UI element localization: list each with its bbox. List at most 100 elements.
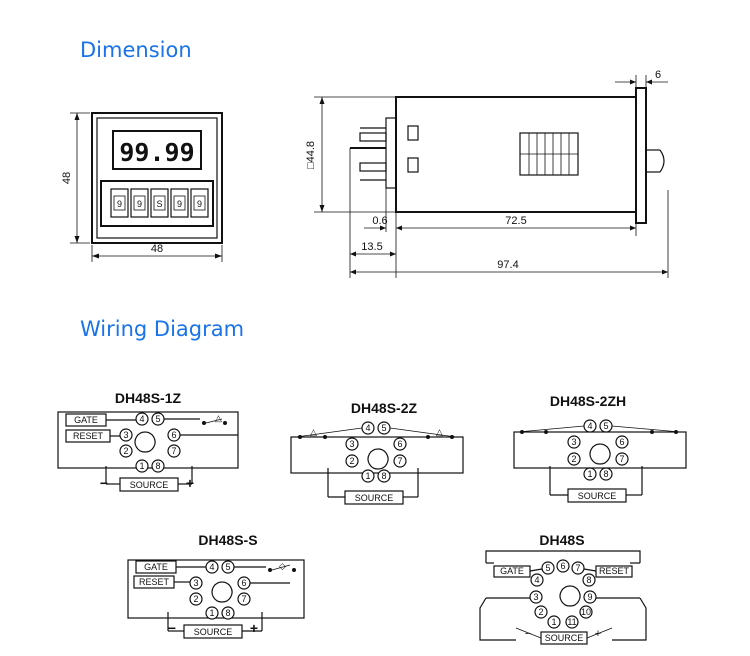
lcd-readout: 99.99 xyxy=(119,138,194,167)
source-label: SOURCE xyxy=(545,633,584,643)
side-view: 6 □44.8 0.6 72.5 xyxy=(305,69,669,278)
plus-label: + xyxy=(186,475,194,491)
pin: 3 xyxy=(193,578,198,588)
front-height-label: 48 xyxy=(61,172,73,184)
thumbwheel-digit: 9 xyxy=(197,199,202,209)
pin: 8 xyxy=(155,461,160,471)
pin: 4 xyxy=(587,421,592,431)
gate-label: GATE xyxy=(500,566,524,576)
minus-label: − xyxy=(168,620,176,636)
thumbwheel-digit: 9 xyxy=(137,199,142,209)
pin: 4 xyxy=(209,562,214,572)
thumbwheel[interactable] xyxy=(170,188,189,218)
pin: 3 xyxy=(571,437,576,447)
thumbwheel-window xyxy=(153,195,166,211)
plus-label: + xyxy=(595,628,601,640)
panel-clip xyxy=(659,149,665,173)
pin: 3 xyxy=(533,592,538,602)
svg-text:◇: ◇ xyxy=(279,561,286,571)
wiring-dh48s: DH48S 5 6 7 4 8 3 9 2 10 1 11 GATE RESET… xyxy=(479,532,647,645)
pin: 1 xyxy=(551,617,556,627)
pin: 7 xyxy=(575,563,580,573)
pin: 6 xyxy=(171,430,176,440)
plus-label: + xyxy=(250,620,258,636)
model-title: DH48S-S xyxy=(198,532,257,548)
pin: 7 xyxy=(619,454,624,464)
pin: 4 xyxy=(139,414,144,424)
side-vents xyxy=(519,132,579,176)
pin: 2 xyxy=(123,446,128,456)
socket-key xyxy=(559,585,581,607)
top-bus xyxy=(485,550,641,563)
pin: 10 xyxy=(581,607,591,617)
thumbwheel-digit: 9 xyxy=(117,199,122,209)
front-bezel-outer xyxy=(91,112,223,244)
pin: 7 xyxy=(171,446,176,456)
pin: 2 xyxy=(538,607,543,617)
pin: 6 xyxy=(241,578,246,588)
thumbwheel-window xyxy=(173,195,186,211)
pin: 7 xyxy=(241,594,246,604)
front-height-dimension: 48 xyxy=(61,112,90,244)
thumbwheel[interactable] xyxy=(150,188,169,218)
model-title: DH48S-1Z xyxy=(115,390,182,406)
pin: 8 xyxy=(586,575,591,585)
pin: 1 xyxy=(365,471,370,481)
body-height-dimension: □44.8 xyxy=(305,96,396,213)
pin: 4 xyxy=(534,575,539,585)
dimension-heading: Dimension xyxy=(80,38,192,62)
socket-key xyxy=(211,581,233,603)
pin: 8 xyxy=(603,469,608,479)
front-panel xyxy=(635,87,647,224)
thumbwheel-digit: 9 xyxy=(177,199,182,209)
gate-label: GATE xyxy=(74,415,98,425)
model-title: DH48S xyxy=(539,532,584,548)
pin: 2 xyxy=(571,454,576,464)
panel-thickness-label: 6 xyxy=(655,69,661,81)
pin: 3 xyxy=(123,430,128,440)
pin: 7 xyxy=(397,456,402,466)
pin: 1 xyxy=(209,608,214,618)
source-label: SOURCE xyxy=(130,480,169,490)
pin-base xyxy=(349,117,419,205)
socket-key xyxy=(134,431,156,453)
wiring-dh48s-2z: DH48S-2Z 4 5 3 6 2 7 1 8 △ △ SOURCE xyxy=(290,400,464,505)
pin: 5 xyxy=(381,423,386,433)
svg-text:△: △ xyxy=(436,427,443,437)
pins-dimension: 13.5 xyxy=(349,205,396,278)
minus-label: − xyxy=(100,475,108,491)
reset-label: RESET xyxy=(599,566,630,576)
wiring-diagram-heading: Wiring Diagram xyxy=(80,317,245,341)
pin: 2 xyxy=(193,594,198,604)
model-title: DH48S-2ZH xyxy=(550,393,626,409)
model-title: DH48S-2Z xyxy=(351,400,418,416)
pin: 6 xyxy=(560,561,565,571)
gap-label: 0.6 xyxy=(372,215,387,227)
circuit-loop xyxy=(290,436,464,474)
front-width-dimension: 48 xyxy=(91,243,223,262)
thumbwheel[interactable] xyxy=(130,188,149,218)
pin: 5 xyxy=(155,414,160,424)
thumbwheel[interactable] xyxy=(190,188,209,218)
dial-panel xyxy=(100,180,214,227)
pin: 6 xyxy=(397,439,402,449)
pin: 5 xyxy=(545,563,550,573)
total-length-label: 97.4 xyxy=(497,259,518,271)
thumbwheel[interactable] xyxy=(110,188,129,218)
source-label: SOURCE xyxy=(194,627,233,637)
pin: 9 xyxy=(587,592,592,602)
body-length-dimension: 0.6 72.5 xyxy=(364,188,637,278)
lcd-window xyxy=(112,130,202,170)
front-bezel-inner xyxy=(96,117,218,239)
thumbwheels: 9 9 S 9 9 xyxy=(110,188,209,218)
wiring-dh48s-2zh: DH48S-2ZH 4 5 3 6 2 7 1 8 SOURCE xyxy=(513,393,687,503)
pin: 4 xyxy=(365,423,370,433)
front-view: 99.99 9 9 S 9 9 48 xyxy=(61,112,223,262)
pin: 3 xyxy=(349,439,354,449)
pin: 8 xyxy=(381,471,386,481)
front-width-label: 48 xyxy=(151,243,163,255)
source-label: SOURCE xyxy=(578,491,617,501)
pin: 5 xyxy=(603,421,608,431)
thumbwheel-digit: S xyxy=(156,199,162,209)
